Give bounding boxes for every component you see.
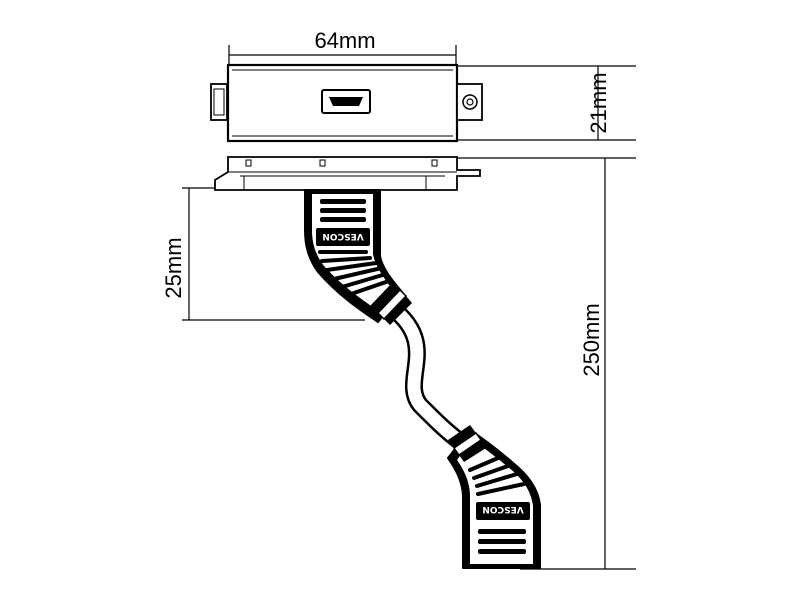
top-connector-brand: VESCON (322, 231, 363, 241)
module-front-view (210, 63, 483, 143)
bottom-hdmi-connector: VESCON (447, 425, 541, 569)
dimension-lines (182, 45, 636, 570)
height-dimension-label: 21mm (586, 72, 611, 133)
bottom-connector-brand: VESCON (482, 504, 523, 514)
hdmi-cable (383, 299, 467, 449)
depth-dimension-label: 25mm (161, 237, 186, 298)
cable-length-dimension-label: 250mm (579, 303, 604, 376)
top-hdmi-connector: VESCON (304, 189, 412, 325)
module-side-view (214, 156, 481, 191)
width-dimension-label: 64mm (314, 28, 375, 53)
hdmi-port-icon (321, 89, 371, 114)
